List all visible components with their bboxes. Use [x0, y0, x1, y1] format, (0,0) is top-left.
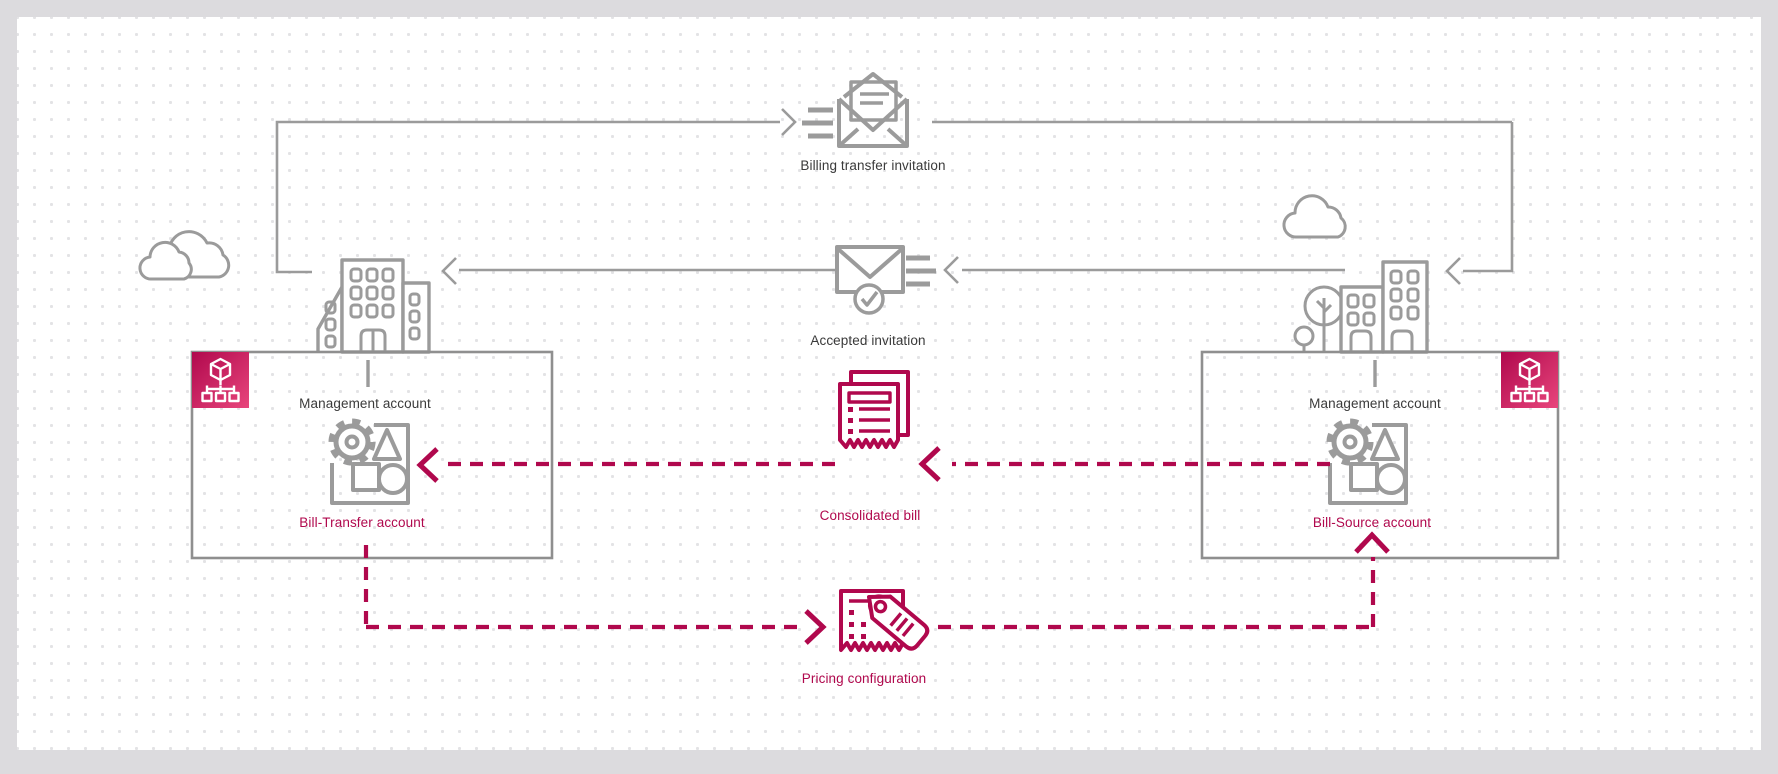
price-tag-icon [867, 594, 930, 651]
left-management-account-label: Management account [299, 396, 431, 411]
arrow-left-icon [1445, 257, 1461, 285]
square-shape [351, 462, 381, 492]
envelope-check-icon [835, 245, 936, 315]
arrow-right-icon [781, 108, 797, 136]
check-icon [860, 290, 879, 307]
arrow-up-icon [1354, 531, 1390, 554]
arrow-left-icon [943, 256, 959, 284]
accepted-invitation-path [441, 256, 1345, 285]
circle-shape [377, 463, 409, 495]
triangle-shape [372, 428, 402, 461]
account-resources-icon [328, 418, 410, 505]
aws-organizations-icon [1501, 352, 1558, 408]
bill-receipt-icon [838, 370, 910, 449]
clouds-icon [138, 230, 231, 281]
bill-transfer-account-label: Bill-Transfer account [299, 515, 425, 530]
account-resources-icon [1330, 423, 1406, 504]
consolidated-bill-label: Consolidated bill [819, 508, 921, 523]
left-management-account-box [190, 350, 554, 560]
billing-transfer-path [275, 108, 1514, 285]
right-management-account-box [1200, 350, 1560, 560]
arrow-left-icon [918, 446, 941, 482]
shrub-icon [1293, 325, 1315, 347]
consolidated-bill-path [416, 446, 1330, 483]
receipt-price-tag-icon [839, 589, 930, 652]
pricing-configuration-path [363, 531, 1390, 645]
arrow-right-icon [804, 609, 827, 645]
pricing-configuration-label: Pricing configuration [801, 671, 927, 686]
bill-source-account-label: Bill-Source account [1312, 515, 1432, 530]
cloud-icon [1282, 194, 1347, 239]
arrow-left-icon [441, 257, 457, 285]
accepted-invitation-label: Accepted invitation [810, 333, 926, 348]
billing-transfer-invitation-label: Billing transfer invitation [800, 158, 946, 173]
open-envelope-icon [802, 72, 909, 148]
city-building-icon [1293, 260, 1429, 387]
arrow-left-icon [416, 447, 439, 483]
right-management-account-label: Management account [1309, 396, 1441, 411]
aws-organizations-icon [192, 352, 249, 408]
city-building-icon [316, 258, 431, 387]
gear-icon [328, 418, 376, 466]
